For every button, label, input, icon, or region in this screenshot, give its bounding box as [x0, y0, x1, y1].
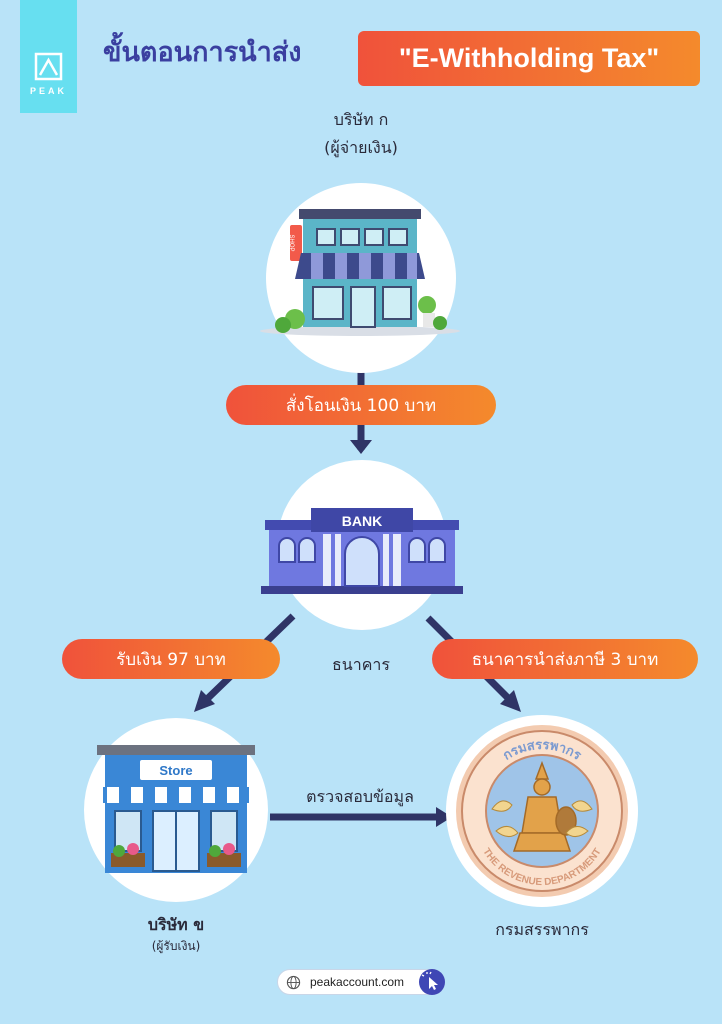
revenue-seal-icon: กรมสรรพากร THE REVENUE DEPARTMENT [456, 725, 628, 897]
step-receive-badge: รับเงิน 97 บาท [62, 639, 280, 679]
peak-logo: PEAK [20, 0, 77, 113]
page-title: ขั้นตอนการนำส่ง [103, 37, 302, 68]
bank-sign: BANK [342, 513, 382, 529]
logo-wordmark: PEAK [29, 86, 67, 96]
payer-name: บริษัท ก [333, 110, 389, 129]
store-sign: Store [159, 763, 192, 778]
peak-logo-icon [34, 52, 63, 81]
bank-name: ธนาคาร [332, 655, 390, 674]
payer-role: (ผู้จ่ายเงิน) [324, 138, 398, 157]
revenue-name: กรมสรรพากร [495, 920, 589, 939]
store-building-icon: Store [97, 745, 255, 873]
step-verify-label: ตรวจสอบข้อมูล [306, 787, 414, 806]
payee-role: (ผู้รับเงิน) [151, 939, 201, 953]
footer-url-pill[interactable]: peakaccount.com [277, 969, 445, 995]
title-badge: "E-Withholding Tax" [358, 31, 700, 86]
step-remit-tax-badge: ธนาคารนำส่งภาษี 3 บาท [432, 639, 698, 679]
payee-name: บริษัท ข [147, 915, 205, 934]
globe-icon [286, 975, 301, 990]
bank-building-icon: BANK [261, 508, 463, 594]
shop-sign: SHOP [288, 234, 294, 251]
footer-url[interactable]: peakaccount.com [310, 975, 405, 989]
step-transfer-badge: สั่งโอนเงิน 100 บาท [226, 385, 496, 425]
cursor-click-icon [419, 969, 445, 995]
shop-building-icon: SHOP [260, 209, 460, 336]
